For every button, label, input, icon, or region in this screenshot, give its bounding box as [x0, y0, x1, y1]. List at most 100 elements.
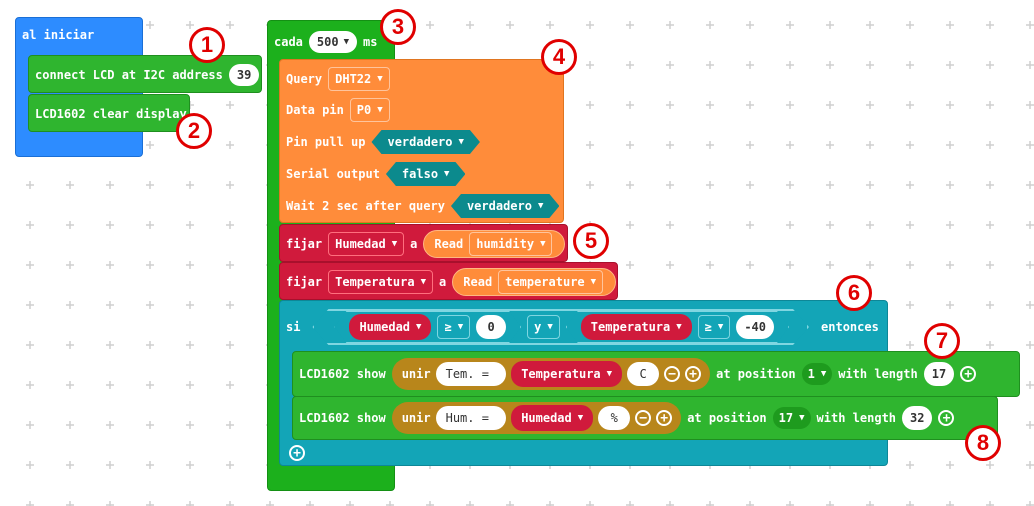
- interval-unit: ms: [363, 35, 378, 49]
- every-label: cada: [274, 35, 303, 49]
- and-condition-block[interactable]: Humedad ▼ ≥ ▼ 0 y ▼ Temperatura ▼: [312, 309, 809, 345]
- read-temperature-dropdown[interactable]: temperature ▼: [498, 270, 604, 294]
- i2c-address-input[interactable]: 39: [228, 64, 260, 86]
- interval-dropdown[interactable]: 500 ▼: [308, 31, 358, 53]
- operator-value: ≥: [444, 320, 452, 334]
- logic-value: y: [534, 320, 542, 334]
- chevron-down-icon: ▼: [457, 322, 464, 332]
- serial-dropdown[interactable]: falso ▼: [386, 162, 466, 186]
- position-value: 17: [778, 411, 794, 425]
- temperature-variable-dropdown[interactable]: Temperatura ▼: [511, 361, 623, 387]
- plus-circle-icon[interactable]: +: [960, 366, 977, 382]
- variable-value: Temperatura: [521, 367, 601, 381]
- length-input[interactable]: 17: [923, 362, 955, 386]
- chevron-down-icon: ▼: [540, 239, 546, 249]
- chevron-down-icon: ▼: [343, 37, 350, 47]
- right-operator-dropdown[interactable]: ≥ ▼: [698, 315, 731, 339]
- text-input-suffix[interactable]: %: [598, 406, 631, 430]
- humidity-variable-dropdown[interactable]: Humedad ▼: [511, 405, 594, 431]
- read-humidity-block[interactable]: Read humidity ▼: [423, 230, 566, 258]
- dht-query-block[interactable]: Query DHT22 ▼ Data pin P0 ▼ Pin pull up …: [279, 59, 564, 223]
- left-operator-dropdown[interactable]: ≥ ▼: [437, 315, 470, 339]
- wait-dropdown[interactable]: verdadero ▼: [451, 194, 559, 218]
- minus-circle-icon[interactable]: −: [635, 410, 652, 426]
- lcd-show-temperature-block[interactable]: LCD1602 show unir Tem. = Temperatura ▼ C…: [292, 351, 1020, 397]
- to-label: a: [439, 275, 447, 289]
- plus-circle-icon[interactable]: +: [938, 410, 955, 426]
- lcd-show-label: LCD1602 show: [299, 411, 386, 425]
- connect-lcd-label: connect LCD at I2C address: [35, 68, 223, 82]
- join-block[interactable]: unir Tem. = Temperatura ▼ C − +: [391, 358, 711, 390]
- read-humidity-dropdown[interactable]: humidity ▼: [469, 232, 553, 256]
- chevron-down-icon: ▼: [420, 277, 427, 287]
- operator-value: ≥: [704, 320, 712, 334]
- pullup-dropdown[interactable]: verdadero ▼: [371, 130, 479, 154]
- serial-label: Serial output: [286, 167, 380, 181]
- callout-marker-1: 1: [189, 27, 225, 63]
- sensor-dropdown[interactable]: DHT22 ▼: [328, 67, 390, 91]
- lcd-clear-block[interactable]: LCD1602 clear display: [28, 94, 190, 132]
- string-value: Hum. =: [445, 411, 497, 425]
- chevron-down-icon: ▼: [537, 201, 544, 211]
- data-pin-value: P0: [356, 103, 372, 117]
- connect-lcd-block[interactable]: connect LCD at I2C address 39: [28, 55, 262, 93]
- right-variable-dropdown[interactable]: Temperatura ▼: [581, 314, 692, 340]
- minus-circle-icon[interactable]: −: [664, 366, 681, 382]
- left-compare-block[interactable]: Humedad ▼ ≥ ▼ 0: [334, 311, 521, 343]
- chevron-down-icon: ▼: [377, 74, 383, 84]
- right-compare-block[interactable]: Temperatura ▼ ≥ ▼ -40: [566, 311, 789, 343]
- chevron-down-icon: ▼: [799, 413, 805, 423]
- chevron-down-icon: ▼: [444, 169, 450, 179]
- right-value-input[interactable]: -40: [736, 315, 774, 339]
- join-label: unir: [401, 411, 431, 425]
- chevron-down-icon: ▼: [458, 137, 464, 147]
- variable-value: Humedad: [359, 320, 411, 334]
- chevron-down-icon: ▼: [416, 322, 422, 332]
- left-variable-dropdown[interactable]: Humedad ▼: [349, 314, 431, 340]
- lcd-show-humidity-block[interactable]: LCD1602 show unir Hum. = Humedad ▼ % − +…: [292, 396, 998, 440]
- chevron-down-icon: ▼: [717, 322, 724, 332]
- position-dropdown[interactable]: 1 ▼: [801, 363, 833, 385]
- plus-circle-icon[interactable]: +: [656, 410, 673, 426]
- set-label: fijar: [286, 237, 323, 251]
- sensor-value: DHT22: [335, 72, 372, 86]
- interval-value: 500: [316, 35, 339, 49]
- callout-marker-5: 5: [573, 223, 609, 259]
- set-label: fijar: [286, 275, 323, 289]
- temperature-variable-dropdown[interactable]: Temperatura ▼: [328, 270, 434, 294]
- on-start-label: al iniciar: [22, 28, 95, 42]
- length-input[interactable]: 32: [902, 406, 933, 430]
- left-value-input[interactable]: 0: [476, 315, 506, 339]
- with-length-label: with length: [816, 411, 897, 425]
- variable-value: Temperatura: [590, 320, 671, 334]
- then-label: entonces: [821, 320, 879, 334]
- add-else-plus-icon[interactable]: +: [289, 445, 305, 461]
- callout-marker-2: 2: [176, 113, 212, 149]
- position-dropdown[interactable]: 17 ▼: [772, 407, 811, 429]
- string-value: C: [639, 367, 647, 381]
- text-input-tem[interactable]: Tem. =: [435, 362, 507, 386]
- text-input-suffix[interactable]: C: [627, 362, 660, 386]
- set-humidity-block[interactable]: fijar Humedad ▼ a Read humidity ▼: [279, 224, 568, 262]
- plus-circle-icon[interactable]: +: [685, 366, 702, 382]
- at-position-label: at position: [716, 367, 796, 381]
- logic-operator-dropdown[interactable]: y ▼: [527, 315, 560, 339]
- humidity-variable-dropdown[interactable]: Humedad ▼: [328, 232, 405, 256]
- read-what-value: temperature: [505, 275, 585, 289]
- wait-label: Wait 2 sec after query: [286, 199, 445, 213]
- read-temperature-block[interactable]: Read temperature ▼: [452, 268, 617, 296]
- serial-value: falso: [401, 167, 439, 181]
- chevron-down-icon: ▼: [577, 413, 584, 423]
- data-pin-dropdown[interactable]: P0 ▼: [349, 98, 390, 122]
- variable-value: Temperatura: [335, 275, 415, 289]
- set-temperature-block[interactable]: fijar Temperatura ▼ a Read temperature ▼: [279, 262, 618, 300]
- read-what-value: humidity: [476, 237, 535, 251]
- callout-marker-3: 3: [380, 9, 416, 45]
- position-value: 1: [807, 367, 815, 381]
- chevron-down-icon: ▼: [606, 369, 613, 379]
- join-block[interactable]: unir Hum. = Humedad ▼ % − +: [391, 402, 682, 434]
- text-input-hum[interactable]: Hum. =: [435, 406, 507, 430]
- callout-marker-6: 6: [836, 275, 872, 311]
- with-length-label: with length: [838, 367, 918, 381]
- lcd-show-label: LCD1602 show: [299, 367, 386, 381]
